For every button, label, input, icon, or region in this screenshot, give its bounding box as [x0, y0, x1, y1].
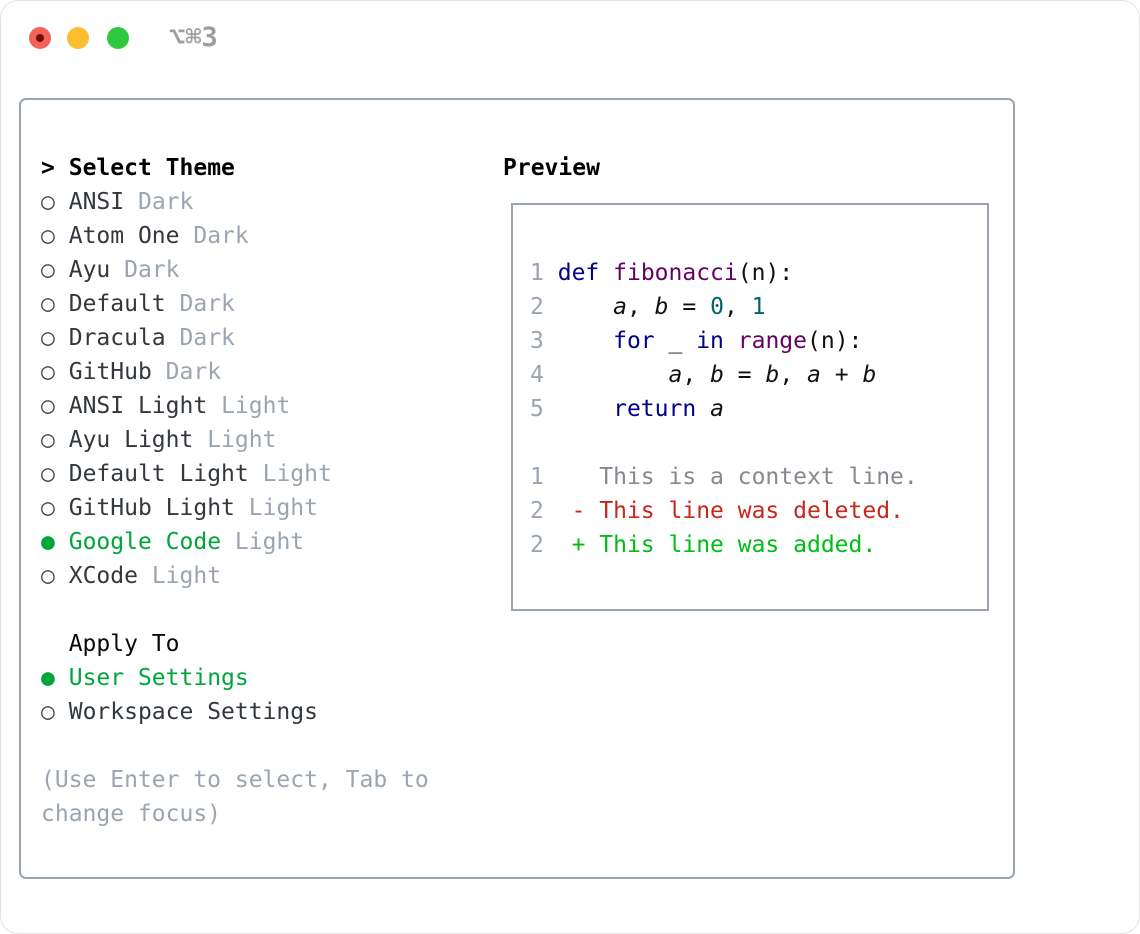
- diff-line: 1 This is a context line.: [530, 464, 918, 490]
- theme-option[interactable]: ○ GitHub Light Light: [41, 495, 318, 521]
- code-line: 1 def fibonacci(n):: [530, 260, 794, 286]
- blank-line: [530, 426, 918, 460]
- preview-code-box: 1 def fibonacci(n): 2 a, b = 0, 1 3 for _ …: [511, 203, 989, 611]
- apply-to-title: Apply To: [68, 631, 180, 657]
- spacer: [41, 729, 429, 763]
- titlebar: ⌥⌘3: [1, 1, 1139, 75]
- theme-option[interactable]: ○ Ayu Light Light: [41, 427, 277, 453]
- help-text-line-1: (Use Enter to select, Tab to: [41, 767, 429, 793]
- theme-option[interactable]: ○ XCode Light: [41, 563, 222, 589]
- minimize-button-icon[interactable]: [67, 27, 89, 49]
- help-text-line-2: change focus): [41, 801, 222, 827]
- theme-option[interactable]: ○ GitHub Dark: [41, 359, 222, 385]
- select-theme-header: > Select Theme: [41, 151, 429, 185]
- code-line: 4 a, b = b, a + b: [530, 362, 877, 388]
- code-preview-area: 1 def fibonacci(n): 2 a, b = 0, 1 3 for _ …: [530, 256, 918, 562]
- code-line: 2 a, b = 0, 1: [530, 294, 766, 320]
- close-button-icon[interactable]: [29, 27, 51, 49]
- titlebar-shortcut-label: ⌥⌘3: [169, 22, 218, 53]
- apply-to-option[interactable]: ● User Settings: [41, 665, 249, 691]
- prompt-cursor-icon: >: [41, 155, 55, 181]
- apply-to-header: Apply To: [41, 627, 429, 661]
- code-line: 5 return a: [530, 396, 724, 422]
- apply-to-option[interactable]: ○ Workspace Settings: [41, 699, 318, 725]
- theme-options-list: ○ ANSI Dark ○ Atom One Dark ○ Ayu Dark ○ De…: [41, 185, 429, 593]
- zoom-button-icon[interactable]: [107, 27, 129, 49]
- theme-option[interactable]: ○ Default Light Light: [41, 461, 332, 487]
- preview-title: Preview: [503, 155, 600, 181]
- theme-selector-column: > Select Theme ○ ANSI Dark ○ Atom One Dar…: [41, 151, 429, 831]
- theme-picker-panel: > Select Theme ○ ANSI Dark ○ Atom One Dar…: [19, 98, 1015, 879]
- theme-option[interactable]: ● Google Code Light: [41, 529, 305, 555]
- diff-line: 2 + This line was added.: [530, 532, 877, 558]
- theme-option[interactable]: ○ Default Dark: [41, 291, 235, 317]
- theme-option[interactable]: ○ Ayu Dark: [41, 257, 180, 283]
- theme-option[interactable]: ○ Atom One Dark: [41, 223, 249, 249]
- theme-option[interactable]: ○ ANSI Light Light: [41, 393, 291, 419]
- theme-option[interactable]: ○ ANSI Dark: [41, 189, 194, 215]
- spacer: [41, 593, 429, 627]
- apply-to-options-list: ● User Settings ○ Workspace Settings: [41, 661, 429, 729]
- select-theme-title: Select Theme: [68, 155, 235, 181]
- diff-line: 2 - This line was deleted.: [530, 498, 904, 524]
- code-line: 3 for _ in range(n):: [530, 328, 863, 354]
- theme-option[interactable]: ○ Dracula Dark: [41, 325, 235, 351]
